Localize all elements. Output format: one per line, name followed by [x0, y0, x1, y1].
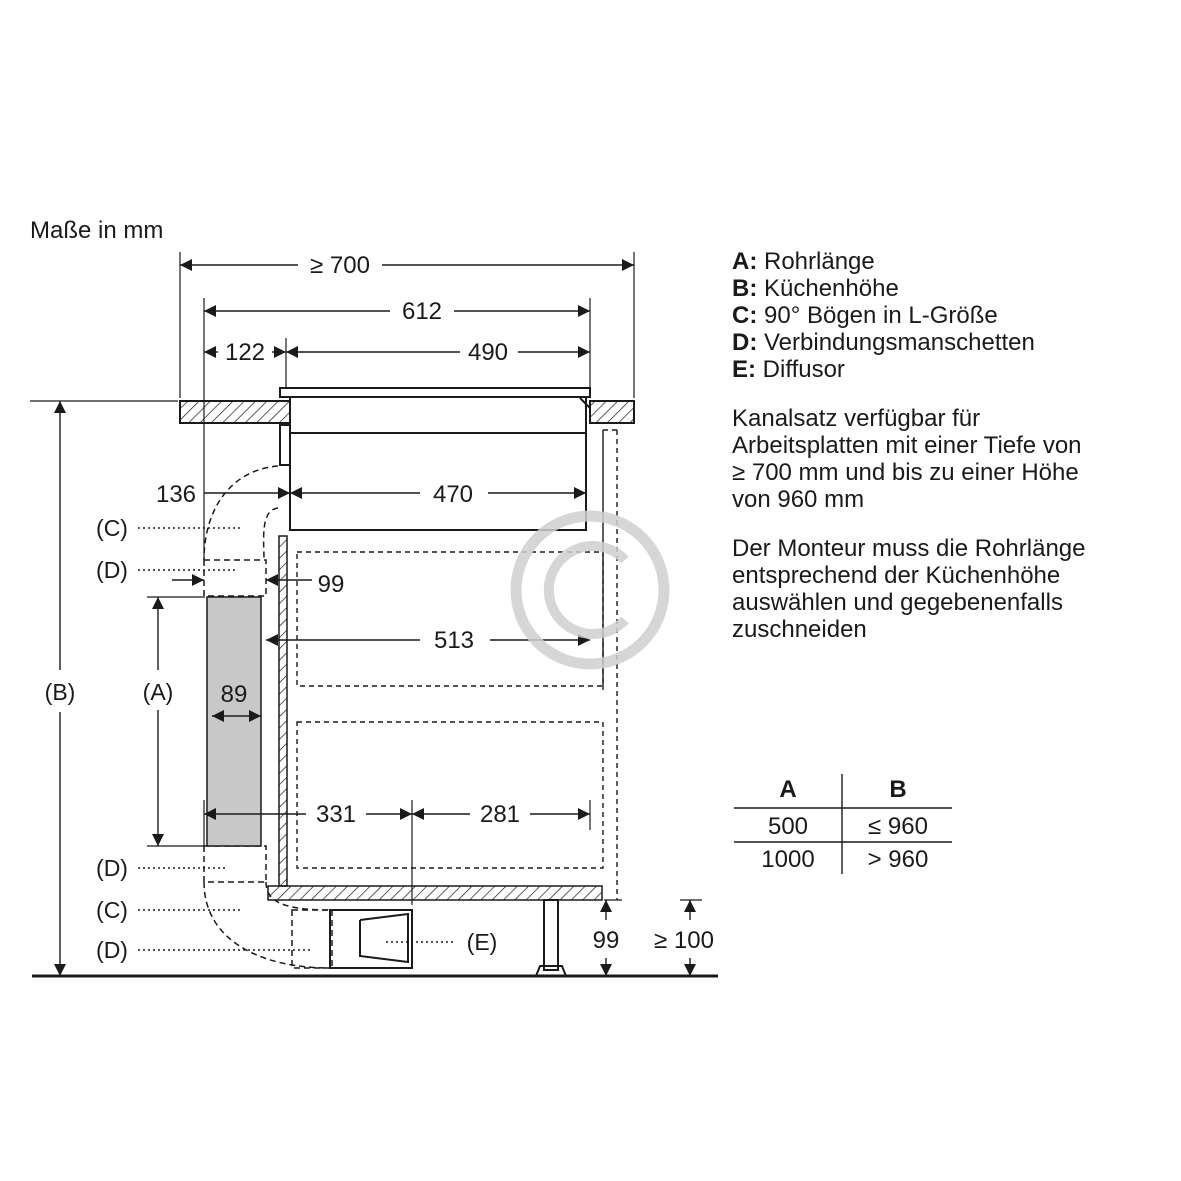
callout-d-bottom: (D)	[96, 937, 128, 963]
extension-lines	[30, 252, 702, 905]
appliance-housing	[279, 397, 591, 531]
legend: A: Rohrlänge B: Küchenhöhe C: 90° Bögen …	[732, 248, 1172, 643]
dim-front-part: 331	[316, 801, 356, 828]
dim-duct-offset: 136	[156, 481, 196, 508]
legend-item-a: A: Rohrlänge	[732, 248, 875, 275]
dim-housing-depth: 470	[433, 481, 473, 508]
dim-gap: 99	[318, 571, 345, 598]
cabinet-side-wall	[278, 535, 288, 887]
dim-inner-depth: 490	[468, 339, 508, 366]
length-table: A B 500 ≤ 960 1000 > 960	[734, 774, 952, 874]
note-kit-availability: Kanalsatz verfügbar für Arbeitsplatten m…	[732, 405, 1082, 513]
callout-c-top: (C)	[96, 515, 128, 541]
table-header-b: B	[889, 776, 906, 803]
dimension-arrows	[54, 259, 696, 976]
dimension-labels: ≥ 700 612 122 490 136 470 99 513 89 331 …	[156, 252, 714, 954]
duct-pipe	[206, 596, 262, 847]
table-cell: ≤ 960	[868, 813, 928, 840]
callout-d-top: (D)	[96, 557, 128, 583]
table-header-a: A	[779, 776, 796, 803]
legend-item-d: D: Verbindungsmanschetten	[732, 329, 1035, 356]
callout-c-bottom: (C)	[96, 897, 128, 923]
dim-overall-depth: ≥ 700	[310, 252, 370, 279]
callout-e: (E)	[467, 929, 498, 955]
callout-b: (B)	[45, 679, 76, 705]
dim-left-offset: 122	[225, 339, 265, 366]
table-cell: > 960	[868, 846, 929, 873]
legend-item-b: B: Küchenhöhe	[732, 275, 899, 302]
dim-plinth-min: ≥ 100	[654, 927, 714, 954]
worktop	[179, 400, 635, 424]
dim-rear-part: 281	[480, 801, 520, 828]
dim-plinth-height: 99	[593, 927, 620, 954]
drawers	[296, 429, 618, 900]
diagram-title: Maße in mm	[30, 217, 163, 244]
dim-duct-width: 89	[221, 681, 248, 708]
table-cell: 1000	[761, 846, 814, 873]
table-cell: 500	[768, 813, 808, 840]
note-installer: Der Monteur muss die Rohrlänge entsprech…	[732, 535, 1086, 643]
hob-glass	[279, 387, 591, 398]
callout-d-mid: (D)	[96, 855, 128, 881]
plinth-foot	[534, 899, 568, 977]
diffuser	[329, 909, 413, 969]
dim-appliance-depth: 612	[402, 298, 442, 325]
copyright-watermark-icon	[510, 510, 670, 670]
dim-cabinet-depth: 513	[434, 627, 474, 654]
cabinet-bottom	[267, 885, 603, 901]
callout-a: (A)	[143, 679, 174, 705]
leader-lines	[138, 527, 456, 951]
legend-item-c: C: 90° Bögen in L-Größe	[732, 302, 998, 329]
callout-labels: (B) (A) (C) (D) (D) (C) (D) (E)	[45, 515, 498, 963]
legend-item-e: E: Diffusor	[732, 356, 845, 383]
